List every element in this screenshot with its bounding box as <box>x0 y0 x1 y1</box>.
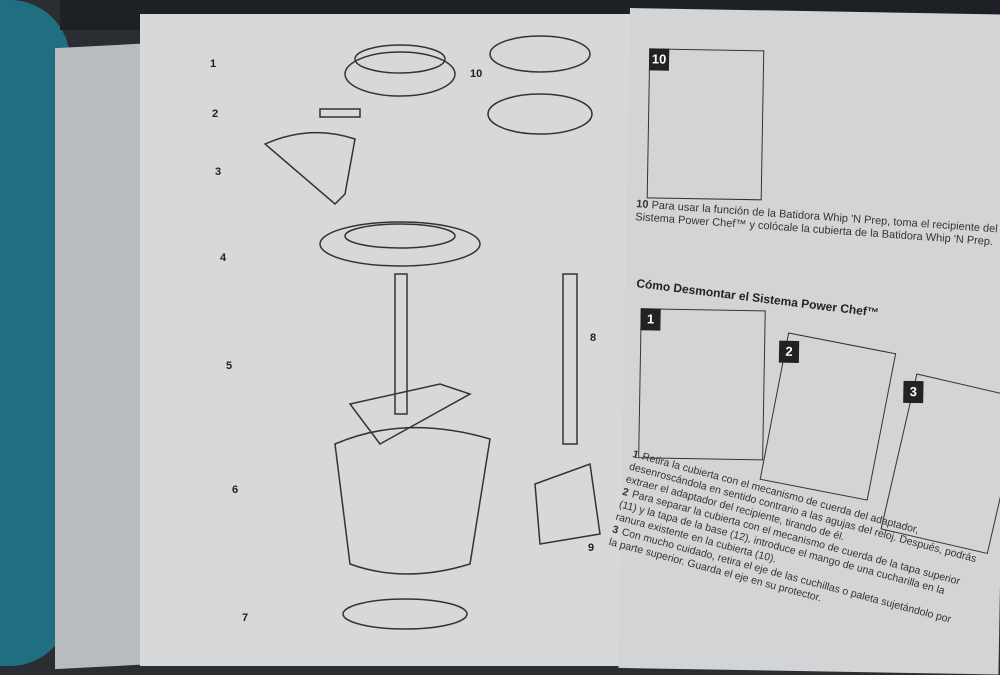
part-5-paddle <box>348 383 472 445</box>
step-10: 10 Para usar la función de la Batidora W… <box>635 198 1000 250</box>
part-10-lid <box>489 35 591 73</box>
label-6: 6 <box>232 484 239 496</box>
label-3: 3 <box>215 166 222 178</box>
part-7-ring <box>342 598 468 630</box>
part-3-funnel <box>263 131 356 206</box>
badge-10: 10 <box>648 48 670 71</box>
label-2: 2 <box>212 108 219 120</box>
part-8-shaft <box>562 273 578 445</box>
label-1: 1 <box>210 58 217 70</box>
step-number: 2 <box>621 485 630 499</box>
part-9-base <box>534 462 601 545</box>
part-4-cover <box>319 221 481 267</box>
figure-10 <box>646 48 765 201</box>
label-5: 5 <box>226 360 233 372</box>
part-1-lid <box>344 51 456 97</box>
badge-2: 2 <box>778 340 800 364</box>
label-4: 4 <box>220 252 227 264</box>
label-9: 9 <box>588 542 595 554</box>
badge-3: 3 <box>903 380 924 404</box>
parts-diagram <box>263 35 601 630</box>
parts-diagram-page: 1 2 3 4 5 6 7 8 9 10 <box>140 14 640 666</box>
step-number: 1 <box>631 448 640 462</box>
figure-1 <box>638 308 766 461</box>
part-5-blade-shaft <box>394 273 408 415</box>
step-10-number: 10 <box>635 198 649 211</box>
part-10-cover <box>487 93 593 135</box>
step-10-text: Para usar la función de la Batidora Whip… <box>634 199 999 249</box>
label-10: 10 <box>470 68 483 80</box>
label-8: 8 <box>590 332 597 344</box>
label-7: 7 <box>242 612 249 624</box>
part-2-adapter <box>319 108 361 118</box>
badge-1: 1 <box>640 308 661 331</box>
part-6-bowl <box>334 426 491 575</box>
instructions-page: 10 10 Para usar la función de la Batidor… <box>608 8 1000 675</box>
part-1-lid-top <box>354 44 446 74</box>
